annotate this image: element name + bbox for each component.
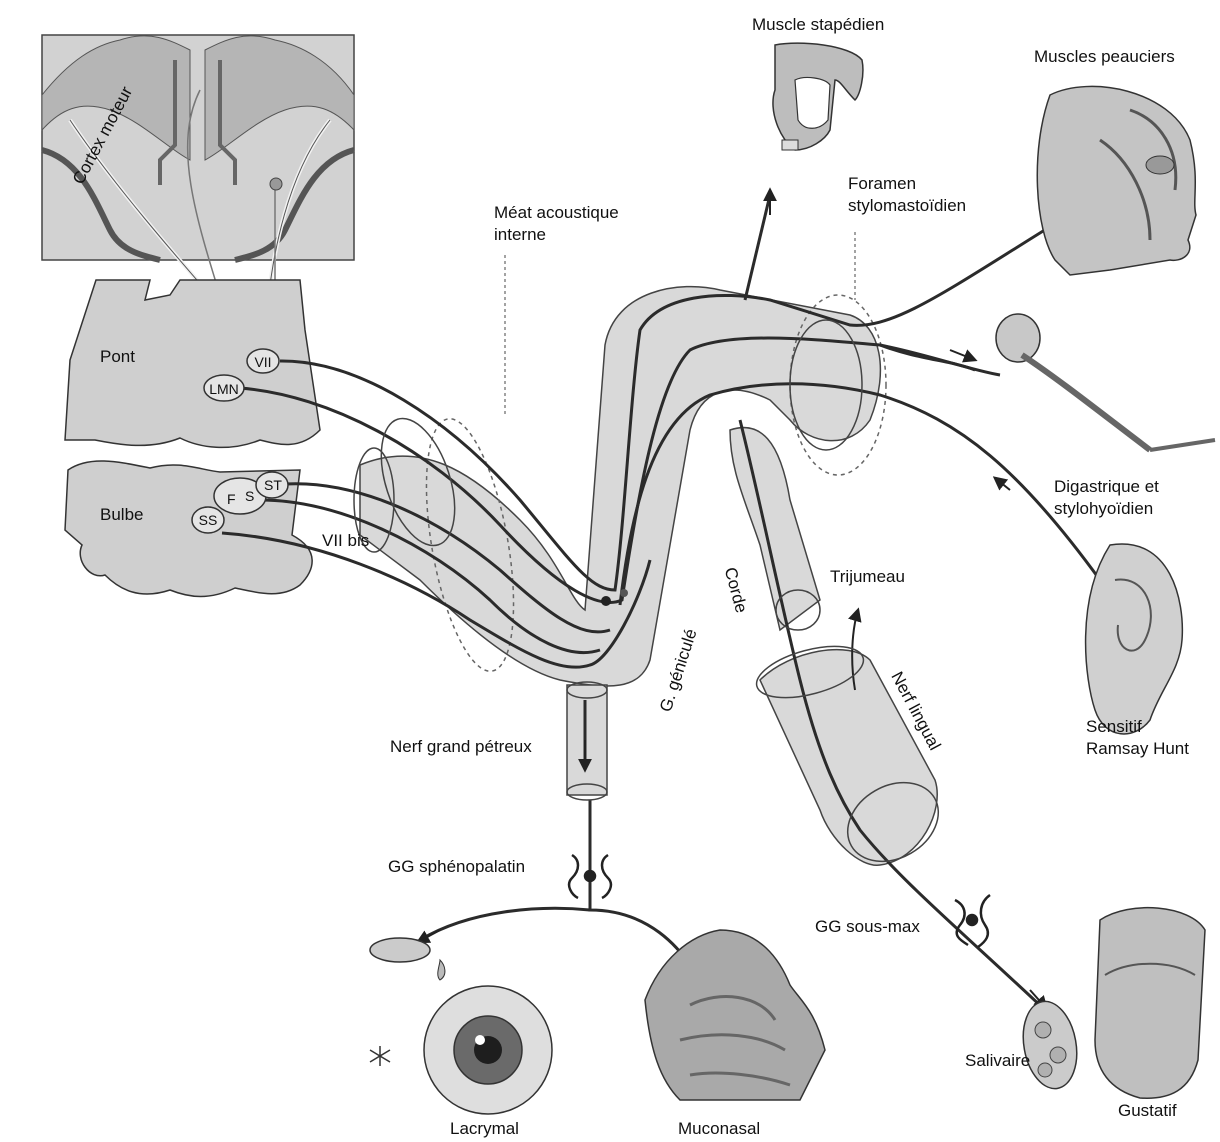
lacrymal-label: Lacrymal (450, 1118, 519, 1140)
nerf-grand-petreux-label: Nerf grand pétreux (390, 736, 532, 758)
vii-label: VII (252, 351, 274, 373)
bulbe-label: Bulbe (100, 504, 143, 526)
foramen-label-line1: Foramen (848, 173, 916, 195)
muscles-peauciers-label: Muscles peauciers (1034, 46, 1175, 68)
digastric-muscle-illustration (996, 314, 1215, 450)
st-label: ST (262, 474, 284, 496)
stapedius-muscle-illustration (773, 43, 863, 150)
submandibular-ganglion (955, 895, 990, 947)
sensitif-label-line2: Ramsay Hunt (1086, 738, 1189, 760)
trijumeau-label: Trijumeau (830, 566, 905, 588)
muscle-stapedien-label: Muscle stapédien (752, 14, 884, 36)
gustatif-label: Gustatif (1118, 1100, 1177, 1122)
nasal-cavity-illustration (645, 930, 825, 1100)
vii-bis-label: VII bis (322, 530, 369, 552)
petrosal-tube (567, 685, 607, 795)
salivaire-label: Salivaire (965, 1050, 1030, 1072)
sensitif-label-line1: Sensitif (1086, 716, 1142, 738)
small-spider-icon (370, 1046, 390, 1066)
nerve-trunk-tube (360, 287, 880, 686)
fs-s-label: S (245, 485, 254, 507)
tongue-illustration (1095, 908, 1205, 1099)
eye-illustration (424, 986, 552, 1114)
face-muscles-illustration (1037, 86, 1196, 275)
ss-label: SS (196, 509, 220, 531)
lacrimal-gland-illustration (370, 938, 445, 980)
meat-label-line1: Méat acoustique (494, 202, 619, 224)
salivary-gland-illustration (1017, 997, 1083, 1093)
foramen-label-line2: stylomastoïdien (848, 195, 966, 217)
lmn-label: LMN (205, 378, 243, 400)
digastrique-label-line2: stylohyoïdien (1054, 498, 1153, 520)
meat-label-line2: interne (494, 224, 546, 246)
fs-f-label: F (227, 488, 236, 510)
muconasal-label: Muconasal (678, 1118, 760, 1140)
gg-sphenopalatin-label: GG sphénopalatin (388, 856, 525, 878)
gg-sous-max-label: GG sous-max (815, 916, 920, 938)
ear-illustration (1086, 544, 1183, 734)
digastrique-label-line1: Digastrique et (1054, 476, 1159, 498)
pont-label: Pont (100, 346, 135, 368)
